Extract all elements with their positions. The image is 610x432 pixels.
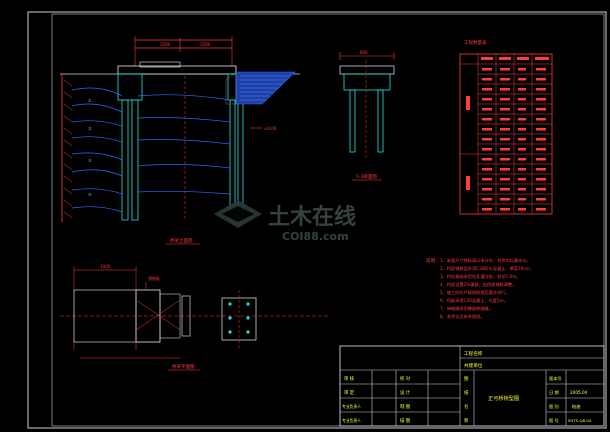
quantity-table-title: 工程数量表 [464, 39, 487, 46]
section-view-label: 1-1断面图 [356, 173, 377, 180]
svg-text:③: ③ [88, 158, 92, 163]
design-label: 设 计 [400, 389, 411, 396]
svg-text:④: ④ [88, 192, 92, 197]
svg-text:②: ② [88, 126, 92, 131]
svg-text:①: ① [88, 98, 92, 103]
drawing-frame-outer [27, 11, 607, 429]
category-label: 图 别 [549, 403, 559, 410]
watermark-brand: 土木在线 [268, 204, 356, 230]
quantity-table: 工程数量表 [459, 39, 553, 215]
project-name-label: 工程名称 [464, 350, 483, 357]
date-value: 2005.04 [570, 390, 588, 395]
approve-label: 审 定 [344, 389, 355, 396]
notes-line-1: 1、本图尺寸除标高以米计外，其余均以厘米计。 [440, 257, 531, 264]
svg-text:图: 图 [464, 376, 469, 382]
lead-label-1: 专业负责人 [342, 404, 361, 409]
notes-line-4: 4、桥面设置2%横坡，由桥面铺装调整。 [440, 281, 516, 288]
notes-line-5: 5、施工时应严格按照规范要求进行。 [440, 289, 510, 296]
drawing-number-label: 图 号 [549, 418, 559, 424]
notes-line-3: 3、桥台基础采用钻孔灌注桩，桩径1.0m。 [440, 273, 520, 280]
svg-text:名: 名 [464, 403, 468, 410]
category-value: 结施 [572, 403, 581, 410]
notes-line-6: 6、搭板采用C30混凝土，长度5m。 [440, 297, 508, 304]
watermark-domain: COI88.com [282, 230, 349, 243]
title-block: 工程名称 共建单位 审 核 审 定 专业负责人 专业负责人 校 对 设 计 制 … [339, 345, 605, 427]
co-unit-label: 共建单位 [464, 362, 483, 369]
plan-view: 1000 预制板 桥梁平面图 [60, 264, 330, 371]
svg-text:纸: 纸 [464, 389, 469, 396]
notes-line-7: 7、伸缩缝采用橡胶伸缩缝。 [440, 305, 493, 312]
svg-text:3500: 3500 [160, 42, 171, 47]
plan-view-callout: 预制板 [148, 275, 160, 281]
drawing-name: 正弓桥桥型图 [488, 394, 519, 402]
notes-title: 说明： [426, 257, 440, 264]
section-view: 800 1-1断面图 [339, 50, 395, 181]
elevation-view: 3500 3500 [60, 36, 300, 245]
plan-view-label: 桥梁平面图 [172, 363, 195, 370]
svg-text:800: 800 [360, 50, 368, 55]
draw-label: 制 图 [400, 403, 411, 410]
svg-text:3500: 3500 [200, 42, 211, 47]
notes-block: 说明： 1、本图尺寸除标高以米计外，其余均以厘米计。 2、桥面铺装层采用C30防… [426, 257, 534, 320]
notes-line-2: 2、桥面铺装层采用C30防水混凝土，厚度10cm。 [440, 265, 534, 272]
check-label: 校 对 [400, 375, 411, 382]
date-label: 日 期 [549, 390, 559, 396]
drawing-frame-inner [51, 13, 605, 427]
svg-text:±0.00: ±0.00 [264, 126, 277, 131]
svg-text:称: 称 [464, 417, 469, 424]
elevation-view-label: 桥梁立面图 [170, 237, 193, 244]
drawing-number-value: SHTS-QB-04 [568, 418, 592, 423]
trace-label: 描 图 [400, 417, 411, 424]
watermark: 土木在线 COI88.com [214, 200, 356, 243]
review-label: 审 核 [344, 375, 355, 382]
version-label: 版本号 [549, 375, 562, 382]
lead-label-2: 专业负责人 [342, 418, 361, 423]
notes-line-8: 8、其余详见有关图纸。 [440, 313, 485, 320]
svg-text:1000: 1000 [100, 264, 111, 269]
